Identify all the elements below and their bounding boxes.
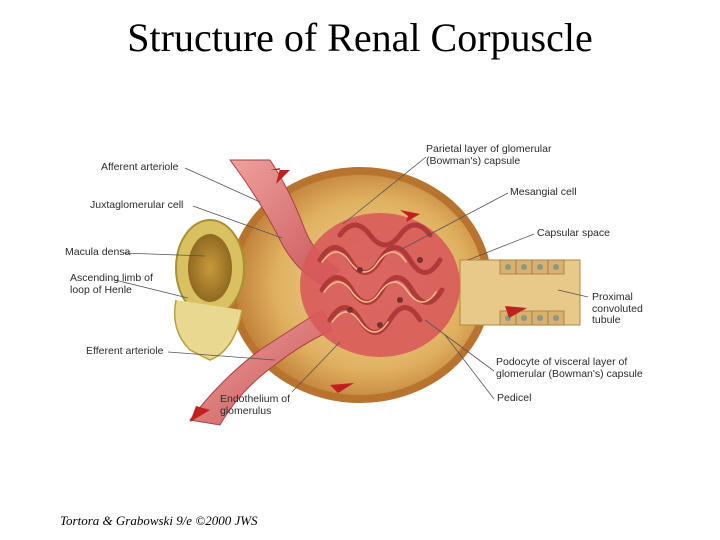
label-juxtaglomerular-cell: Juxtaglomerular cell xyxy=(90,200,183,212)
proximal-tubule xyxy=(460,260,580,325)
label-capsular-space: Capsular space xyxy=(537,228,610,240)
label-afferent-arteriole: Afferent arteriole xyxy=(101,162,178,174)
label-proximal-tubule: Proximal convoluted tubule xyxy=(592,292,656,327)
source-credit: Tortora & Grabowski 9/e ©2000 JWS xyxy=(60,513,258,529)
label-endothelium: Endothelium of glomerulus xyxy=(220,394,310,417)
macula-densa-tubule xyxy=(175,220,244,360)
label-ascending-limb: Ascending limb of loop of Henle xyxy=(70,273,166,296)
glomerulus xyxy=(300,213,460,357)
label-parietal-layer: Parietal layer of glomerular (Bowman's) … xyxy=(426,144,566,167)
label-macula-densa: Macula densa xyxy=(65,247,130,259)
label-mesangial-cell: Mesangial cell xyxy=(510,187,577,199)
label-pedicel: Pedicel xyxy=(497,393,531,405)
renal-corpuscle-figure: Afferent arteriole Juxtaglomerular cell … xyxy=(60,120,660,430)
slide-title: Structure of Renal Corpuscle xyxy=(0,14,720,61)
label-efferent-arteriole: Efferent arteriole xyxy=(86,346,163,358)
label-podocyte: Podocyte of visceral layer of glomerular… xyxy=(496,357,656,380)
